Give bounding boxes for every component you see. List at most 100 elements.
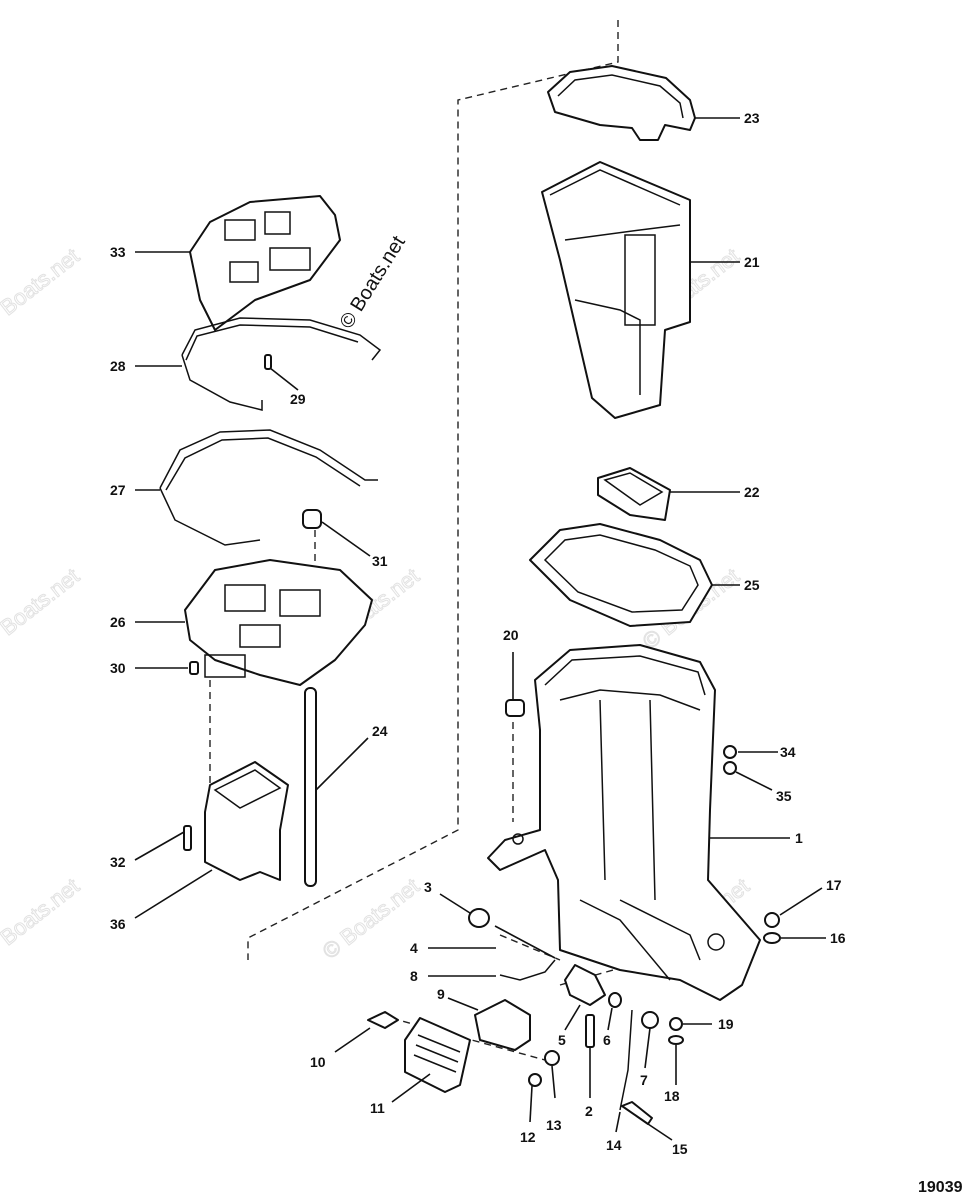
callout-2: 2 bbox=[585, 1103, 593, 1119]
callout-12: 12 bbox=[520, 1129, 536, 1145]
part-30-dowel bbox=[189, 661, 199, 675]
callout-15: 15 bbox=[672, 1141, 688, 1157]
callout-1: 1 bbox=[795, 830, 803, 846]
part-20-grommet bbox=[505, 699, 525, 717]
leader-11 bbox=[391, 1073, 431, 1103]
part-23-gasket bbox=[547, 65, 696, 141]
part-8-ground-strap bbox=[499, 959, 556, 981]
leader-24 bbox=[315, 737, 369, 791]
callout-11: 11 bbox=[370, 1100, 385, 1116]
part-18-washer bbox=[668, 1035, 684, 1045]
callout-33: 33 bbox=[110, 244, 126, 260]
callout-4: 4 bbox=[410, 940, 418, 956]
leader-3 bbox=[439, 893, 471, 914]
leader-35 bbox=[735, 771, 773, 791]
part-13-nut bbox=[544, 1050, 560, 1066]
leader-17 bbox=[779, 887, 823, 916]
callout-19: 19 bbox=[718, 1016, 734, 1032]
callout-13: 13 bbox=[546, 1117, 562, 1133]
leader-36 bbox=[134, 869, 213, 919]
part-34-washer bbox=[723, 745, 737, 759]
callout-31: 31 bbox=[372, 553, 388, 569]
watermark-faint: © Boats.net bbox=[0, 243, 84, 334]
callout-17: 17 bbox=[826, 877, 842, 893]
callout-32: 32 bbox=[110, 854, 126, 870]
leader-lines bbox=[134, 117, 826, 1141]
callout-16: 16 bbox=[830, 930, 846, 946]
part-12-screw bbox=[528, 1073, 542, 1087]
part-27-seal-strip bbox=[159, 429, 378, 546]
callout-26: 26 bbox=[110, 614, 126, 630]
callout-30: 30 bbox=[110, 660, 126, 676]
part-32-bolt bbox=[183, 825, 192, 851]
callout-29: 29 bbox=[290, 391, 306, 407]
leader-7 bbox=[644, 1027, 651, 1069]
part-31-plug bbox=[302, 509, 322, 529]
callout-34: 34 bbox=[780, 744, 796, 760]
part-33-gasket-plate bbox=[189, 195, 341, 331]
leader-32 bbox=[134, 831, 185, 861]
part-9-bracket bbox=[474, 999, 531, 1051]
callout-24: 24 bbox=[372, 723, 388, 739]
leader-29 bbox=[269, 367, 299, 391]
part-22-seal bbox=[597, 467, 671, 521]
part-16-washer bbox=[763, 932, 781, 944]
leader-13 bbox=[551, 1065, 556, 1099]
callout-18: 18 bbox=[664, 1088, 680, 1104]
leader-10 bbox=[334, 1027, 371, 1053]
callout-6: 6 bbox=[603, 1032, 611, 1048]
part-6-washer bbox=[608, 992, 622, 1008]
part-36-exhaust-extension bbox=[204, 761, 289, 881]
leader-12 bbox=[529, 1085, 533, 1123]
callout-27: 27 bbox=[110, 482, 126, 498]
part-1-driveshaft-housing bbox=[487, 644, 761, 1001]
leader-14 bbox=[615, 1111, 621, 1133]
part-17-nut bbox=[764, 912, 780, 928]
part-25-gasket bbox=[529, 523, 713, 627]
callout-8: 8 bbox=[410, 968, 418, 984]
watermark-main: © Boats.net bbox=[336, 232, 410, 333]
part-15-screw bbox=[621, 1101, 653, 1125]
callout-20: 20 bbox=[503, 627, 519, 643]
callout-7: 7 bbox=[640, 1072, 648, 1088]
callout-3: 3 bbox=[424, 879, 432, 895]
part-26-adapter-plate bbox=[184, 559, 373, 686]
leader-15 bbox=[647, 1123, 673, 1141]
callout-35: 35 bbox=[776, 788, 792, 804]
part-21-exhaust-tube bbox=[541, 161, 691, 419]
part-29-screw bbox=[264, 354, 272, 370]
watermark-faint: © Boats.net bbox=[0, 563, 84, 654]
part-3-bushing bbox=[468, 908, 490, 928]
part-35-nut bbox=[723, 761, 737, 775]
callout-5: 5 bbox=[558, 1032, 566, 1048]
callout-36: 36 bbox=[110, 916, 126, 932]
assembly-boundary-line bbox=[247, 20, 619, 960]
part-19-nut bbox=[669, 1017, 683, 1031]
part-14-ground-strap bbox=[619, 1009, 633, 1111]
callout-21: 21 bbox=[744, 254, 760, 270]
part-28-seal-strip bbox=[181, 317, 382, 411]
part-4-stud bbox=[494, 925, 556, 959]
leader-31 bbox=[321, 521, 371, 557]
callout-23: 23 bbox=[744, 110, 760, 126]
part-24-water-tube bbox=[304, 687, 317, 887]
watermark-faint: © Boats.net bbox=[0, 873, 84, 964]
callout-labels: 1 2 3 4 5 6 7 8 9 10 11 12 13 14 15 16 1… bbox=[110, 110, 846, 1157]
leader-9 bbox=[447, 997, 479, 1011]
drawing-number: 19039 bbox=[918, 1179, 963, 1196]
callout-9: 9 bbox=[437, 986, 445, 1002]
part-11-cover bbox=[404, 1017, 471, 1093]
part-7-nut bbox=[641, 1011, 659, 1029]
part-2-stud bbox=[585, 1014, 595, 1048]
callout-10: 10 bbox=[310, 1054, 326, 1070]
callout-28: 28 bbox=[110, 358, 126, 374]
watermark-faint: © Boats.net bbox=[318, 873, 424, 964]
part-10-bolt bbox=[367, 1011, 399, 1029]
callout-14: 14 bbox=[606, 1137, 622, 1153]
callout-22: 22 bbox=[744, 484, 760, 500]
callout-25: 25 bbox=[744, 577, 760, 593]
part-5-mount bbox=[564, 964, 606, 1006]
leader-5 bbox=[564, 1004, 581, 1031]
leader-6 bbox=[607, 1007, 613, 1031]
